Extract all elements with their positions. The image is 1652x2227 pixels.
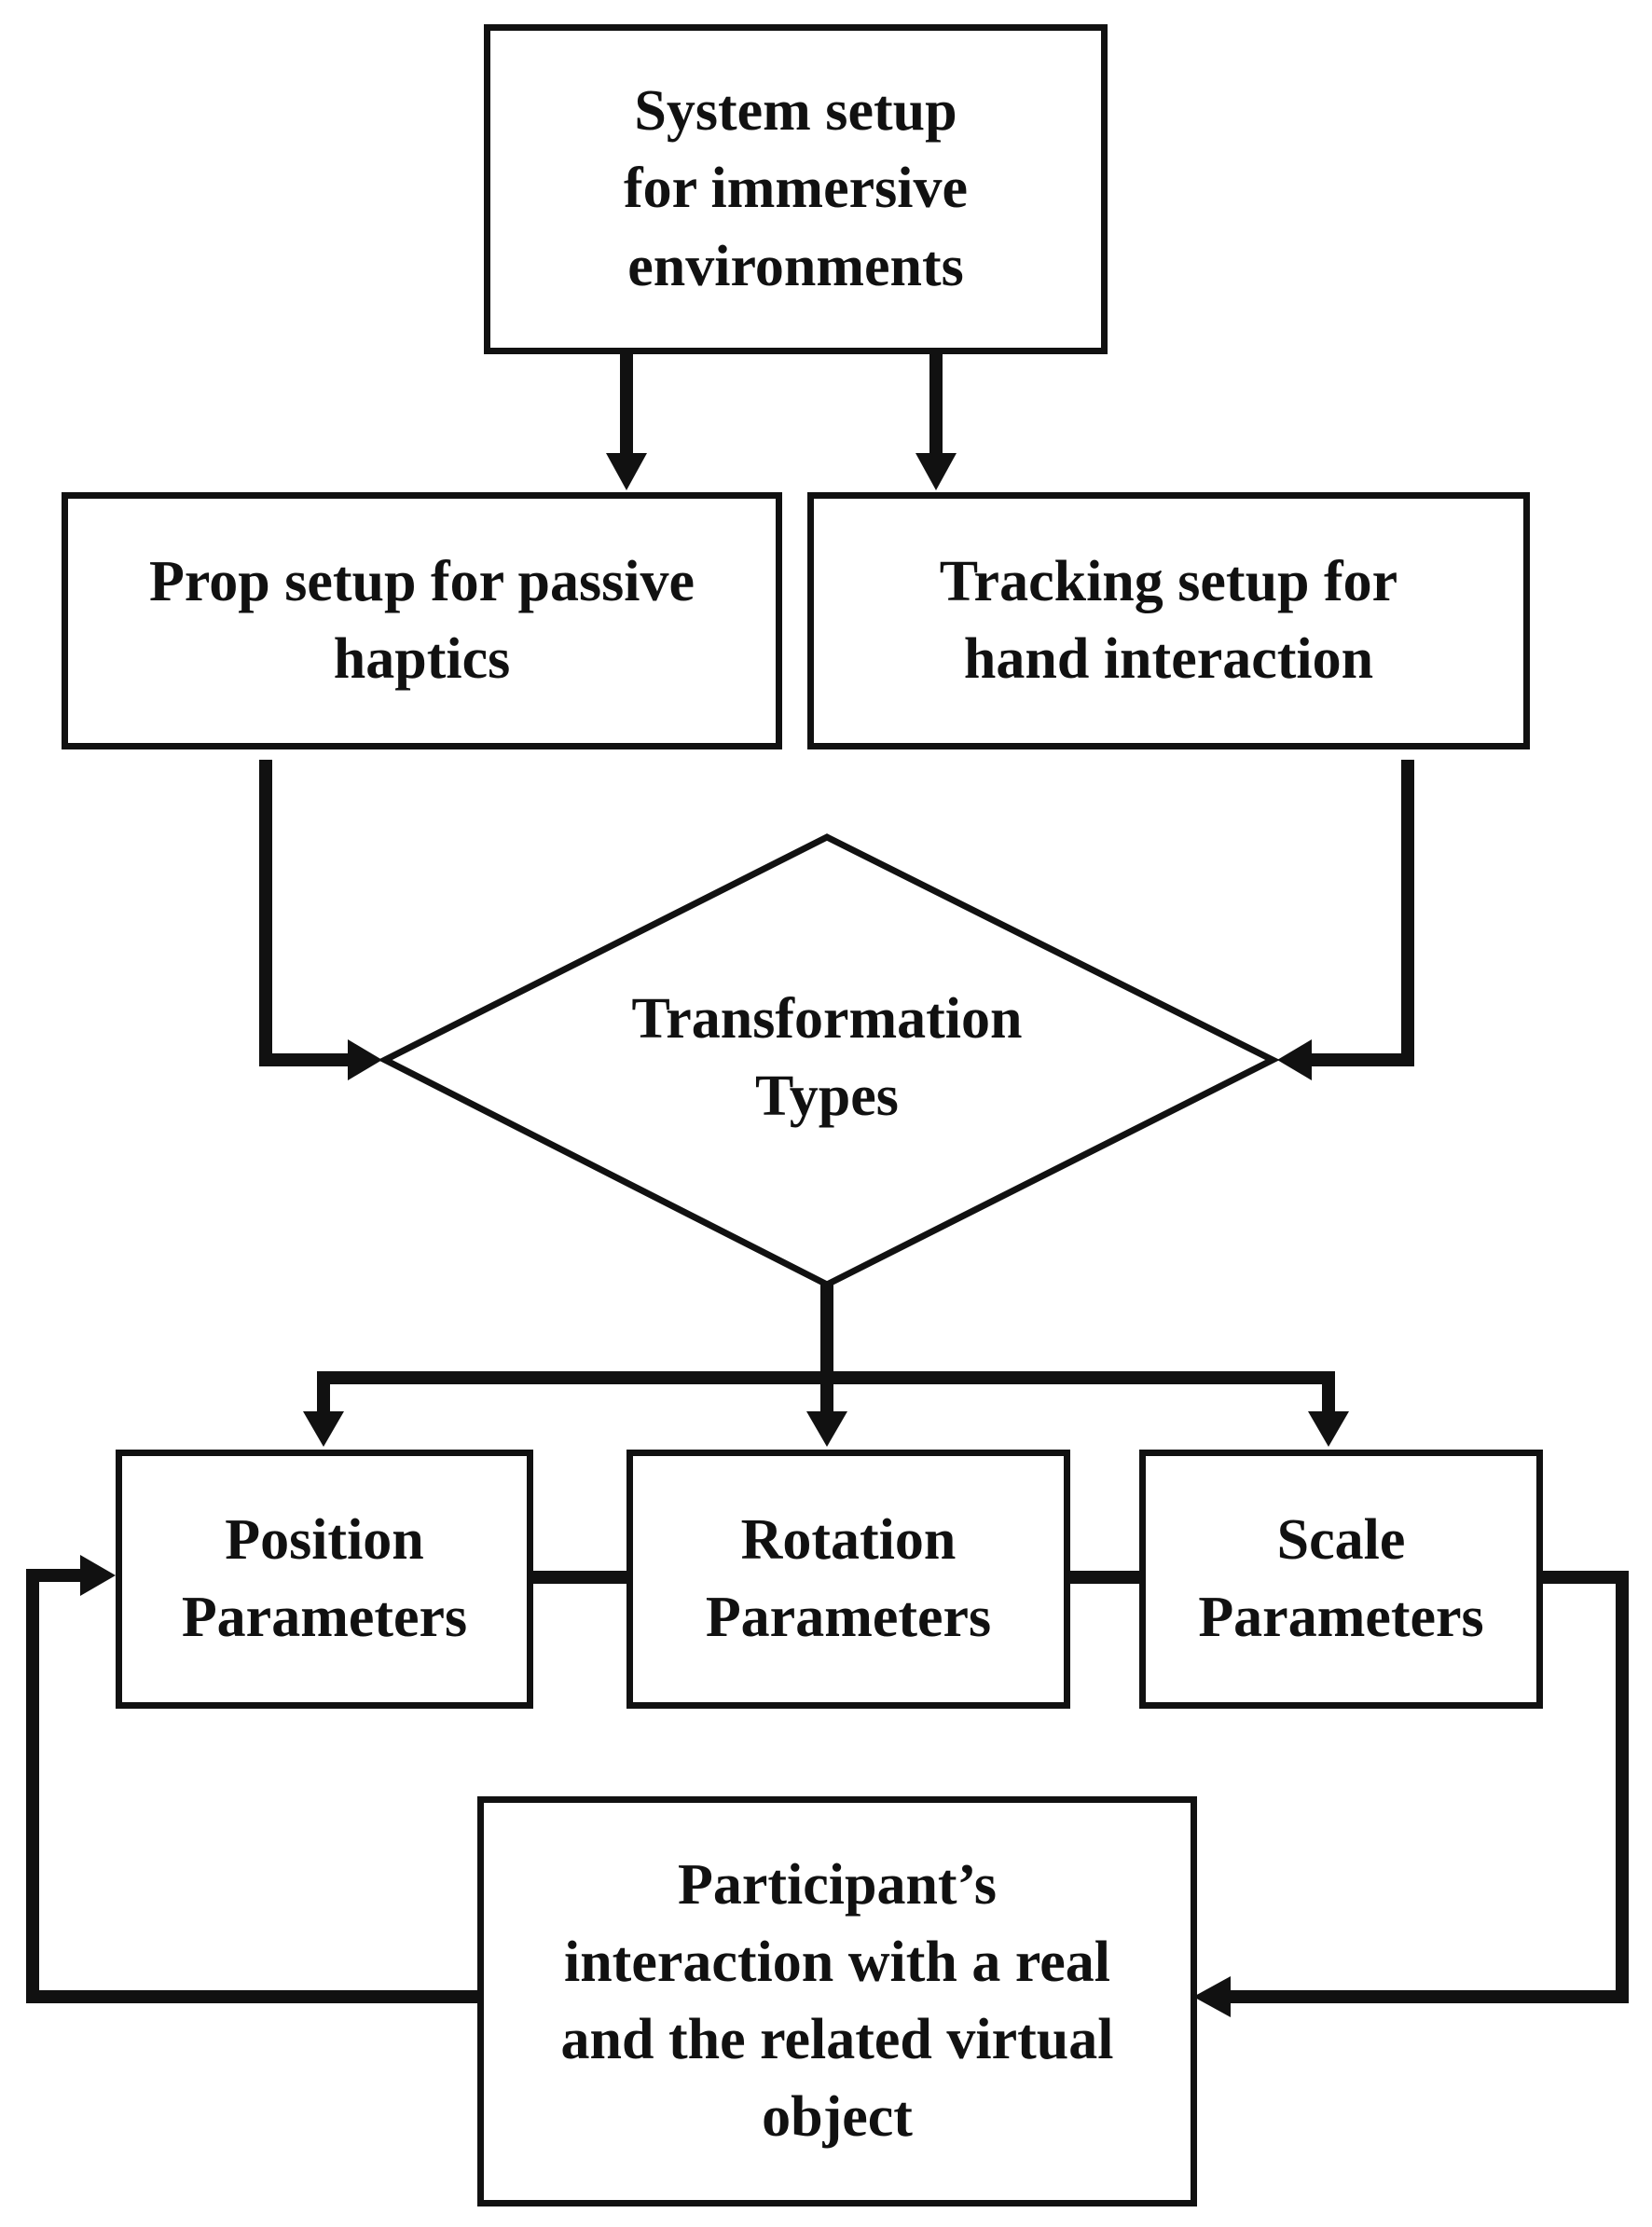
prop-setup-label: Prop setup for passive haptics bbox=[148, 549, 695, 691]
connector-tracking-to-diamond bbox=[1310, 760, 1414, 1066]
connector-participant-to-position bbox=[26, 1569, 477, 2003]
position-parameters-label: Position Parameters bbox=[181, 1507, 468, 1649]
scale-parameters-box: Scale Parameters bbox=[1139, 1450, 1543, 1709]
rotation-parameters-label: Rotation Parameters bbox=[705, 1507, 992, 1649]
arrowhead-diamond-left bbox=[348, 1039, 382, 1080]
participant-interaction-label: Participant’s interaction with a real an… bbox=[560, 1852, 1114, 2150]
system-setup-box: System setup for immersive environments bbox=[484, 24, 1108, 354]
arrowhead-diamond-right bbox=[1277, 1039, 1312, 1080]
connector-scale-to-participant bbox=[1229, 1571, 1629, 2003]
tracking-setup-box: Tracking setup for hand interaction bbox=[807, 492, 1530, 749]
system-setup-label: System setup for immersive environments bbox=[624, 79, 968, 298]
prop-setup-box: Prop setup for passive haptics bbox=[62, 492, 782, 749]
arrowhead-rotation bbox=[806, 1411, 847, 1447]
transformation-types-label-area: Transformation Types bbox=[485, 969, 1169, 1147]
position-parameters-box: Position Parameters bbox=[116, 1450, 533, 1709]
scale-parameters-label: Scale Parameters bbox=[1198, 1507, 1484, 1649]
arrowhead-participant bbox=[1193, 1976, 1231, 2017]
tracking-setup-label: Tracking setup for hand interaction bbox=[939, 549, 1398, 691]
participant-interaction-box: Participant’s interaction with a real an… bbox=[477, 1796, 1197, 2206]
arrowhead-scale bbox=[1308, 1411, 1349, 1447]
rotation-parameters-box: Rotation Parameters bbox=[626, 1450, 1070, 1709]
transformation-types-label: Transformation Types bbox=[631, 986, 1023, 1128]
arrowhead-tracking-setup bbox=[915, 453, 957, 490]
arrowhead-position bbox=[303, 1411, 344, 1447]
arrowhead-prop-setup bbox=[606, 453, 647, 490]
connector-prop-to-diamond bbox=[259, 760, 350, 1066]
arrowhead-position-feedback bbox=[80, 1555, 116, 1596]
